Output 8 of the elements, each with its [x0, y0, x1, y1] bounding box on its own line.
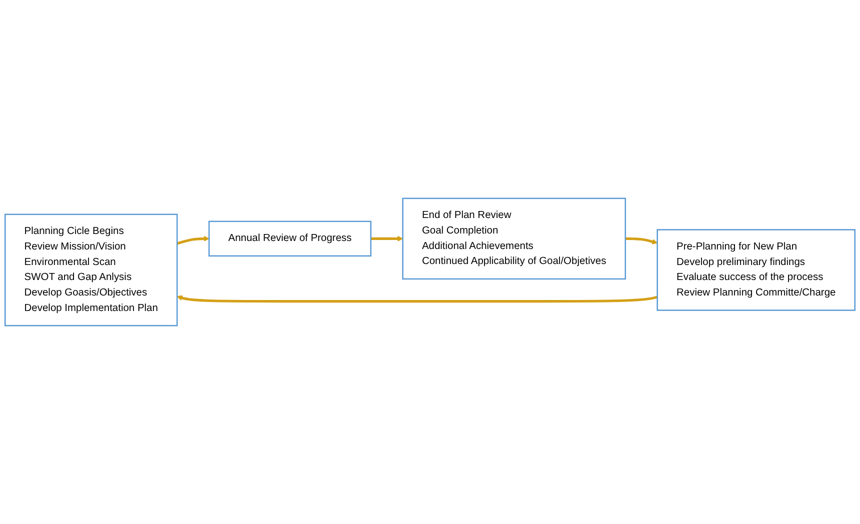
arrow	[176, 236, 210, 245]
node-box: Planning Cicle Begins Review Mission/Vision Environmental Scan SWOT and Gap Anlysis Develop Goasis/Objectives Develop Implementation Plan	[4, 214, 178, 326]
node-box: End of Plan Review Goal Completion Additional Achievements Continued Applicability of Goal/Objetives	[402, 198, 626, 280]
arrow	[370, 236, 404, 242]
arrow	[176, 295, 658, 303]
node-box: Pre-Planning for New Plan Develop preliminary findings Evaluate success of the process Review Planning Committe/Charge	[656, 229, 856, 311]
arrow	[625, 237, 658, 244]
node-box: Annual Review of Progress	[208, 220, 372, 257]
